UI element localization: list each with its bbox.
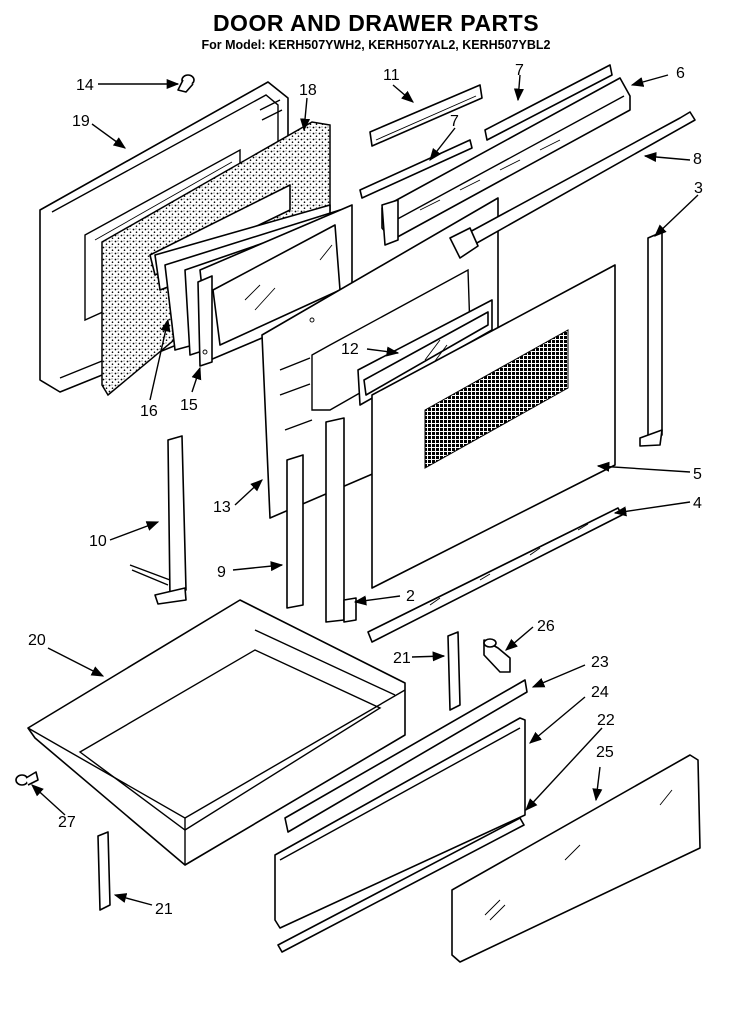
- door-handle: [449, 111, 696, 259]
- drawer-knob: [483, 638, 511, 673]
- drawer-bottom-trim: [277, 817, 525, 953]
- callout-9: 9: [217, 564, 226, 581]
- callout-22: 22: [597, 712, 615, 729]
- callout-13: 13: [213, 499, 231, 516]
- drawer-front-panel: [274, 717, 526, 929]
- callout-27: 27: [58, 814, 76, 831]
- callout-21-upper: 21: [393, 650, 411, 667]
- door-vent-bracket: [369, 84, 483, 147]
- callout-2: 2: [406, 588, 415, 605]
- callout-10: 10: [89, 533, 107, 550]
- callout-26: 26: [537, 618, 555, 635]
- drawer-glass-panel: [451, 754, 701, 963]
- door-side-trim-center: [325, 417, 357, 623]
- door-side-trim-left: [286, 454, 304, 609]
- model-subtitle: For Model: KERH507YWH2, KERH507YAL2, KER…: [201, 38, 551, 52]
- callout-7-upper: 7: [515, 62, 524, 79]
- outer-door-glass: [371, 264, 616, 589]
- callout-6: 6: [676, 65, 685, 82]
- door-top-trim: [381, 77, 631, 246]
- callout-12: 12: [341, 341, 359, 358]
- door-side-trim-right: [639, 231, 663, 447]
- callout-25: 25: [596, 744, 614, 761]
- callout-labels: 14 19 18 11 7 6 7 8 3 12 16 15 13 10 5 4…: [28, 62, 703, 918]
- callout-14: 14: [76, 77, 94, 94]
- callout-20: 20: [28, 632, 46, 649]
- callout-18: 18: [299, 82, 317, 99]
- callout-5: 5: [693, 466, 702, 483]
- drawer-bracket-lower: [97, 831, 111, 911]
- door-hinge-bracket: [197, 275, 213, 367]
- callout-24: 24: [591, 684, 609, 701]
- drawer-screw: [15, 771, 39, 786]
- door-screw: [177, 74, 195, 93]
- storage-drawer: [27, 599, 406, 866]
- callout-arrows: [31, 74, 699, 906]
- callout-23: 23: [591, 654, 609, 671]
- callout-7-lower: 7: [450, 113, 459, 130]
- drawer-slide-bracket: [129, 435, 187, 605]
- callout-19: 19: [72, 113, 90, 130]
- callout-15: 15: [180, 397, 198, 414]
- oven-window-glass: [357, 299, 493, 406]
- callout-4: 4: [693, 495, 702, 512]
- diagram-title: DOOR AND DRAWER PARTS: [212, 10, 540, 36]
- callout-11: 11: [383, 67, 400, 84]
- door-vent-trim-upper: [484, 64, 613, 141]
- callout-16: 16: [140, 403, 158, 420]
- drawer-bracket-upper: [447, 631, 461, 711]
- callout-21-lower: 21: [155, 901, 173, 918]
- callout-3: 3: [694, 180, 703, 197]
- drawer-upper-trim: [284, 679, 528, 833]
- callout-8: 8: [693, 151, 702, 168]
